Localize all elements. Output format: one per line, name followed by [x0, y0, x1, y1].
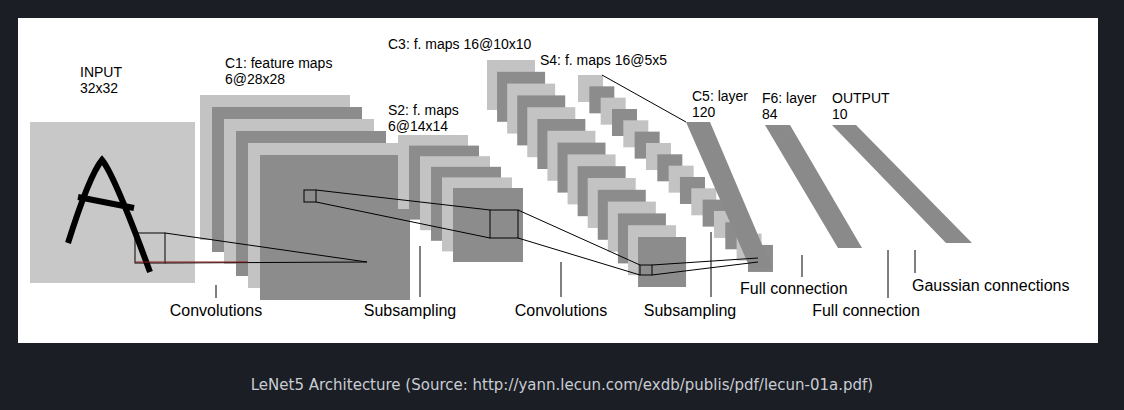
- operation-label: Subsampling: [364, 302, 457, 320]
- layer-label: C5: layer 120: [692, 88, 758, 120]
- layer-label: INPUT 32x32: [80, 64, 142, 96]
- projection-line: [518, 238, 640, 275]
- leader-tick: [915, 250, 916, 273]
- network-layer: OUTPUT 10: [832, 90, 972, 243]
- projection-line: [135, 262, 248, 263]
- feature-maps: [200, 60, 773, 300]
- network-layer: C1: feature maps 6@28x28: [200, 55, 410, 300]
- network-layer: S4: f. maps 16@5x5: [540, 52, 775, 272]
- feature-map: [260, 155, 410, 300]
- leader-tick: [802, 255, 803, 277]
- operation-label: Convolutions: [170, 302, 263, 320]
- kernel-window: [304, 190, 316, 202]
- kernel-window: [490, 210, 518, 238]
- kernel-window: [640, 265, 652, 275]
- feature-map: [638, 237, 686, 287]
- network-layer: C3: f. maps 16@10x10: [388, 36, 686, 287]
- layer-label: S4: f. maps 16@5x5: [540, 52, 667, 68]
- input-glyph: [68, 160, 150, 272]
- layer-label: S2: f. maps 6@14x14: [388, 102, 483, 134]
- leader-tick: [561, 262, 562, 297]
- layer-label: F6: layer 84: [762, 90, 828, 122]
- layer-label: C1: feature maps 6@28x28: [225, 55, 355, 87]
- figure-panel: [18, 18, 1098, 343]
- leader-tick: [420, 246, 421, 297]
- layer-band: [832, 125, 972, 243]
- layer-band: [765, 125, 862, 248]
- projection-line: [652, 262, 758, 275]
- operation-label: Subsampling: [644, 302, 737, 320]
- operation-label: Full connection: [812, 302, 920, 320]
- input-image: [30, 122, 195, 283]
- feature-map: [453, 188, 523, 262]
- network-layer: INPUT 32x32: [30, 64, 195, 283]
- operation-label: Full connection: [740, 280, 848, 298]
- projection-line: [602, 75, 686, 122]
- leader-tick: [216, 285, 217, 298]
- operation-label: Gaussian connections: [912, 277, 1069, 295]
- layer-label: OUTPUT 10: [832, 90, 898, 122]
- leader-tick: [711, 232, 712, 297]
- projection-line: [165, 233, 367, 262]
- operation-label: Convolutions: [515, 302, 608, 320]
- layer-band: [686, 122, 772, 268]
- kernel-window: [135, 233, 165, 263]
- projection-line: [316, 202, 490, 238]
- leader-tick: [888, 250, 889, 298]
- input-glyph: [78, 197, 134, 208]
- figure-caption: LeNet5 Architecture (Source: http://yann…: [251, 376, 873, 394]
- network-layer: C5: layer 120: [686, 88, 772, 268]
- layer-label: C3: f. maps 16@10x10: [388, 36, 531, 52]
- network-layer: S2: f. maps 6@14x14: [388, 102, 523, 262]
